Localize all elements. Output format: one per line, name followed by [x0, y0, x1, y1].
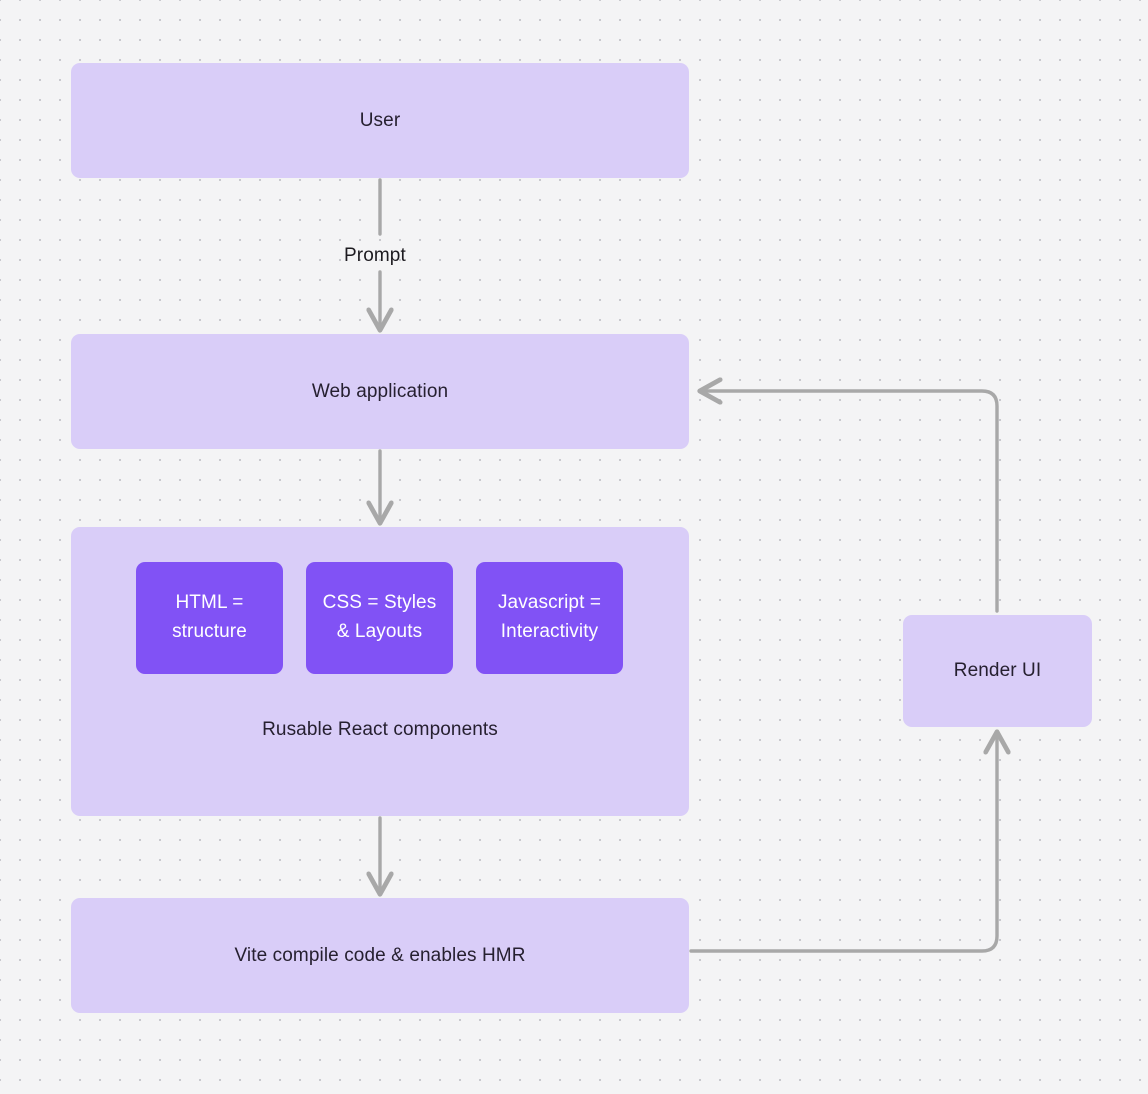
node-html-label: HTML = structure: [172, 589, 247, 647]
node-javascript-label: Javascript = Interactivity: [498, 589, 601, 647]
node-web-application[interactable]: Web application: [71, 334, 689, 449]
node-user[interactable]: User: [71, 63, 689, 178]
node-web-application-label: Web application: [311, 380, 449, 402]
edge-vite-to-render: [689, 734, 997, 953]
node-javascript[interactable]: Javascript = Interactivity: [476, 562, 623, 674]
node-javascript-line2: Interactivity: [500, 621, 599, 642]
node-css-line2: & Layouts: [336, 621, 423, 642]
node-css[interactable]: CSS = Styles & Layouts: [306, 562, 453, 674]
node-user-label: User: [359, 109, 401, 131]
node-components-caption: Rusable React components: [262, 719, 498, 740]
node-html[interactable]: HTML = structure: [136, 562, 283, 674]
node-html-line1: HTML =: [175, 592, 244, 614]
node-render-ui-label: Render UI: [953, 660, 1042, 682]
node-javascript-line1: Javascript =: [497, 592, 602, 614]
node-css-label: CSS = Styles & Layouts: [323, 589, 437, 647]
edge-render-to-webapp: [702, 391, 999, 613]
node-css-line1: CSS = Styles: [322, 592, 437, 614]
node-vite[interactable]: Vite compile code & enables HMR: [71, 898, 689, 1013]
node-vite-label: Vite compile code & enables HMR: [234, 944, 526, 966]
node-html-line2: structure: [172, 621, 247, 642]
node-render-ui[interactable]: Render UI: [903, 615, 1092, 727]
edge-label-prompt: Prompt: [344, 245, 406, 266]
